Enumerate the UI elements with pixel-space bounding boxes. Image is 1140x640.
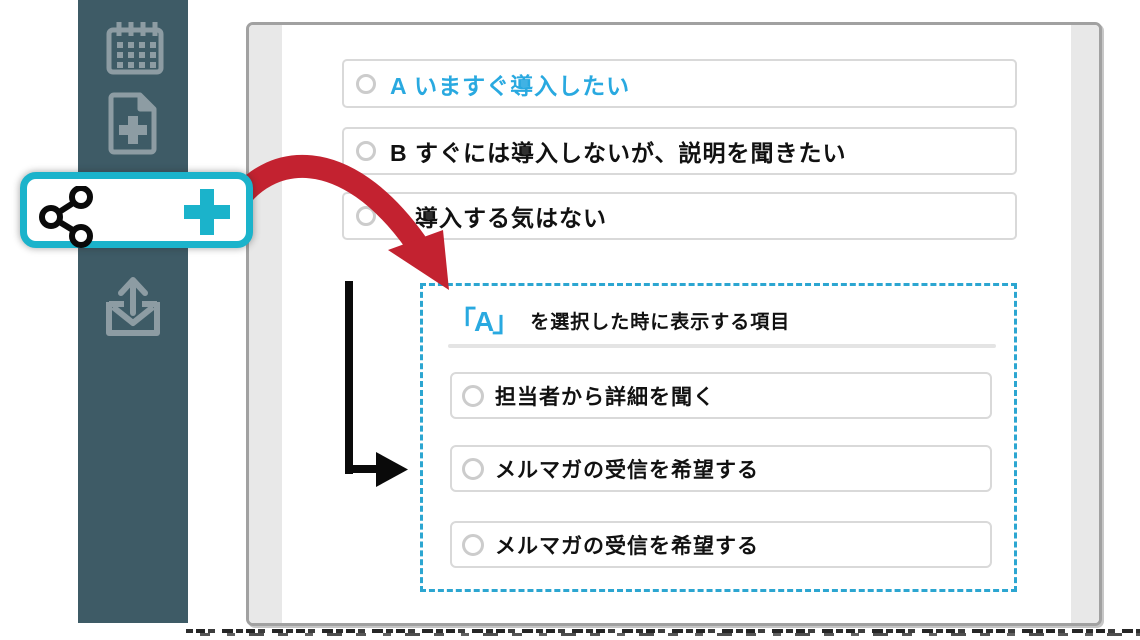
choice-row-c[interactable]: C 導入する気はない <box>342 192 1017 240</box>
radio-button[interactable] <box>356 206 376 226</box>
header-divider <box>448 344 996 348</box>
conditional-row-3[interactable]: メルマガの受信を希望する <box>450 521 992 568</box>
conditional-label-2: メルマガの受信を希望する <box>495 458 759 482</box>
share-nodes-icon <box>39 185 99 253</box>
choice-label-c: C 導入する気はない <box>390 205 607 231</box>
torn-edge-line-2 <box>186 633 1140 636</box>
mail-export-icon[interactable] <box>100 276 166 347</box>
choice-label-b: B すぐには導入しないが、説明を聞きたい <box>390 140 847 166</box>
conditional-row-1[interactable]: 担当者から詳細を聞く <box>450 372 992 419</box>
calendar-icon[interactable] <box>102 18 164 83</box>
conditional-row-2[interactable]: メルマガの受信を希望する <box>450 445 992 492</box>
radio-button[interactable] <box>356 73 376 94</box>
file-plus-icon[interactable] <box>105 92 161 161</box>
conditional-label-3: メルマガの受信を希望する <box>495 534 759 558</box>
choice-row-a[interactable]: A いますぐ導入したい <box>342 59 1017 108</box>
red-callout-arrow <box>220 135 465 310</box>
plus-icon <box>183 188 231 241</box>
conditional-label-1: 担当者から詳細を聞く <box>495 385 715 409</box>
torn-edge-line <box>186 629 1140 633</box>
conditional-header: 「A」 を選択した時に表示する項目 <box>448 300 790 340</box>
choice-row-b[interactable]: B すぐには導入しないが、説明を聞きたい <box>342 127 1017 175</box>
branch-connector-arrow <box>340 276 420 501</box>
toolbar-sidebar <box>78 0 188 623</box>
radio-button[interactable] <box>356 141 376 161</box>
choice-label-a: A いますぐ導入したい <box>390 72 631 99</box>
conditional-fields-box: 「A」 を選択した時に表示する項目 担当者から詳細を聞く メルマガの受信を希望す… <box>420 283 1017 592</box>
panel-right-margin[interactable] <box>1071 25 1099 623</box>
radio-button[interactable] <box>462 384 484 407</box>
radio-button[interactable] <box>462 533 484 556</box>
conditional-description: を選択した時に表示する項目 <box>530 311 791 333</box>
selected-option-key: 「A」 <box>448 306 520 337</box>
add-branch-button[interactable] <box>20 172 253 248</box>
panel-left-margin <box>249 25 282 623</box>
radio-button[interactable] <box>462 457 484 480</box>
